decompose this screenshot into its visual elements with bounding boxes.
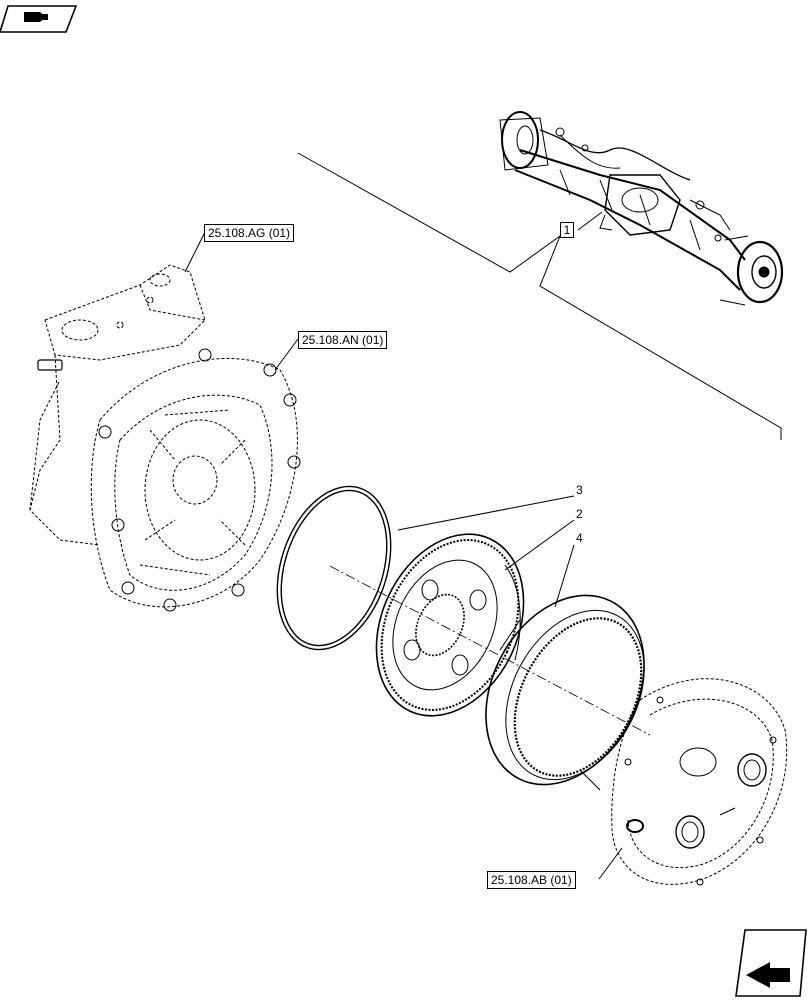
- next-page-arrow-icon[interactable]: [735, 929, 807, 997]
- book-arrow-icon[interactable]: [0, 5, 78, 33]
- planet-carrier-gear-illustration: [375, 533, 525, 717]
- leader-lines-references: [184, 231, 623, 880]
- axle-assembly-illustration: [499, 111, 784, 306]
- item-label-4: 4: [576, 531, 583, 545]
- center-axis-line: [329, 565, 651, 736]
- leader-lines-items: [397, 495, 575, 608]
- snap-ring-illustration: [276, 485, 392, 651]
- reference-label-25-108-an[interactable]: 25.108.AN (01): [298, 331, 388, 349]
- reference-label-25-108-ag[interactable]: 25.108.AG (01): [204, 224, 295, 242]
- knuckle-housing-illustration: [29, 264, 301, 612]
- item-label-2: 2: [576, 507, 583, 521]
- leader-lines-item-1: [297, 152, 782, 440]
- item-label-3: 3: [576, 483, 583, 497]
- cover-plate-illustration: [611, 678, 788, 886]
- reference-label-25-108-ab[interactable]: 25.108.AB (01): [487, 871, 576, 889]
- item-label-1: 1: [560, 222, 574, 238]
